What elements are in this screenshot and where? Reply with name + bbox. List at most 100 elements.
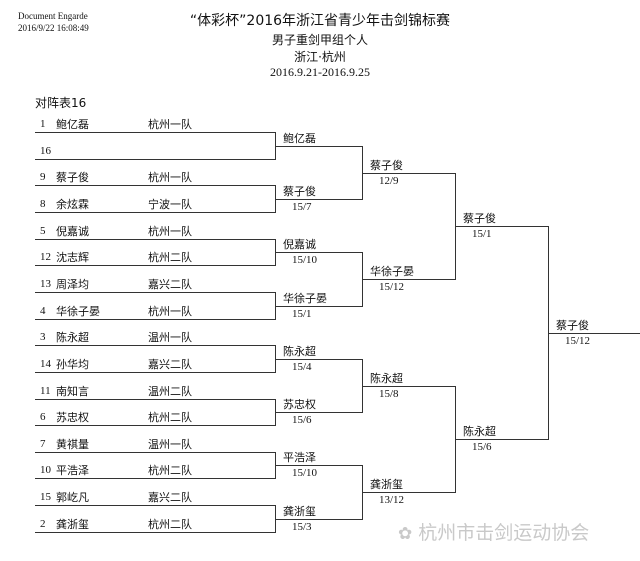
- seed-number: 9: [40, 171, 46, 183]
- slot-line: [35, 452, 275, 453]
- slot-line: [35, 319, 275, 320]
- bout-winner: 陈永超: [283, 345, 316, 358]
- fencer-name: 陈永超: [56, 331, 89, 344]
- bout-winner: 陈永超: [370, 372, 403, 385]
- slot-line: [35, 505, 275, 506]
- slot-line: [35, 159, 275, 160]
- bout-line: [362, 173, 455, 174]
- bout-winner: 鲍亿磊: [283, 132, 316, 145]
- bout-winner: 蔡子俊: [556, 319, 589, 332]
- fencer-name: 龚浙玺: [56, 518, 89, 531]
- bout-line: [275, 252, 362, 253]
- fencer-name: 华徐子晏: [56, 305, 100, 318]
- bout-line: [362, 279, 455, 280]
- watermark: ✿ 杭州市击剑运动协会: [398, 518, 589, 545]
- slot-line: [35, 425, 275, 426]
- table-label: 对阵表16: [35, 96, 87, 110]
- bout-line: [275, 199, 362, 200]
- fencer-name: 倪嘉诚: [56, 225, 89, 238]
- bout-winner: 陈永超: [463, 425, 496, 438]
- bout-line: [455, 439, 548, 440]
- bout-winner: 蔡子俊: [463, 212, 496, 225]
- bout-score: 15/7: [292, 201, 312, 213]
- fencer-name: 鲍亿磊: [56, 118, 89, 131]
- slot-line: [35, 132, 275, 133]
- bout-winner: 平浩泽: [283, 451, 316, 464]
- fencer-team: 杭州二队: [148, 251, 192, 264]
- fencer-team: 嘉兴二队: [148, 491, 192, 504]
- bout-line: [275, 519, 362, 520]
- bout-line: [275, 146, 362, 147]
- bout-line: [362, 386, 455, 387]
- bout-winner: 华徐子晏: [283, 292, 327, 305]
- bout-score: 13/12: [379, 494, 405, 506]
- bout-line: [275, 412, 362, 413]
- seed-number: 14: [40, 358, 51, 370]
- bout-score: 15/6: [292, 414, 312, 426]
- event-location: 浙江·杭州: [294, 50, 346, 64]
- bout-winner: 龚浙玺: [370, 478, 403, 491]
- fencer-team: 嘉兴二队: [148, 358, 192, 371]
- fencer-team: 温州二队: [148, 385, 192, 398]
- slot-line: [35, 478, 275, 479]
- bout-score: 15/1: [472, 228, 492, 240]
- fencer-team: 嘉兴二队: [148, 278, 192, 291]
- bout-line: [362, 492, 455, 493]
- event-name: 男子重剑甲组个人: [271, 33, 368, 47]
- fencer-name: 苏忠权: [56, 411, 89, 424]
- seed-number: 6: [40, 411, 46, 423]
- seed-number: 7: [40, 438, 46, 450]
- seed-number: 3: [40, 331, 46, 343]
- bout-score: 15/1: [292, 308, 312, 320]
- bout-line: [548, 333, 640, 334]
- fencer-team: 杭州二队: [148, 411, 192, 424]
- print-timestamp: 2016/9/22 16:08:49: [18, 23, 89, 33]
- bout-line: [275, 359, 362, 360]
- bout-line: [275, 465, 362, 466]
- fencer-team: 杭州一队: [148, 225, 192, 238]
- seed-number: 10: [40, 464, 51, 476]
- fencer-team: 杭州二队: [148, 464, 192, 477]
- bout-winner: 苏忠权: [283, 398, 316, 411]
- fencer-name: 黄祺量: [56, 438, 89, 451]
- bout-line: [275, 306, 362, 307]
- bout-score: 15/10: [292, 254, 318, 266]
- slot-line: [35, 372, 275, 373]
- bout-winner: 华徐子晏: [370, 265, 414, 278]
- fencer-name: 郭屹凡: [56, 491, 89, 504]
- bout-score: 15/4: [292, 361, 312, 373]
- fencer-team: 宁波一队: [148, 198, 192, 211]
- fencer-team: 温州一队: [148, 438, 192, 451]
- bout-score: 15/12: [565, 335, 591, 347]
- bout-winner: 龚浙玺: [283, 505, 316, 518]
- bout-score: 15/6: [472, 441, 492, 453]
- bout-score: 15/12: [379, 281, 405, 293]
- seed-number: 12: [40, 251, 51, 263]
- fencer-team: 杭州一队: [148, 305, 192, 318]
- seed-number: 5: [40, 225, 46, 237]
- fencer-team: 杭州二队: [148, 518, 192, 531]
- fencer-name: 平浩泽: [56, 464, 89, 477]
- bout-winner: 倪嘉诚: [283, 238, 316, 251]
- bout-score: 12/9: [379, 175, 399, 187]
- slot-line: [35, 212, 275, 213]
- watermark-text: 杭州市击剑运动协会: [418, 522, 590, 544]
- slot-line: [35, 345, 275, 346]
- seed-number: 1: [40, 118, 46, 130]
- event-dates: 2016.9.21-2016.9.25: [270, 65, 370, 79]
- fencer-name: 余炫霖: [56, 198, 89, 211]
- bout-score: 15/8: [379, 388, 399, 400]
- bout-score: 15/10: [292, 467, 318, 479]
- tournament-title: “体彩杯”2016年浙江省青少年击剑锦标赛: [189, 13, 451, 29]
- bout-winner: 蔡子俊: [283, 185, 316, 198]
- seed-number: 15: [40, 491, 51, 503]
- slot-line: [35, 532, 275, 533]
- seed-number: 4: [40, 305, 46, 317]
- fencer-name: 沈志辉: [56, 251, 89, 264]
- slot-line: [35, 265, 275, 266]
- fencer-name: 蔡子俊: [56, 171, 89, 184]
- fencer-name: 南知言: [56, 385, 89, 398]
- seed-number: 2: [40, 518, 46, 530]
- fencer-team: 温州一队: [148, 331, 192, 344]
- bout-line: [455, 226, 548, 227]
